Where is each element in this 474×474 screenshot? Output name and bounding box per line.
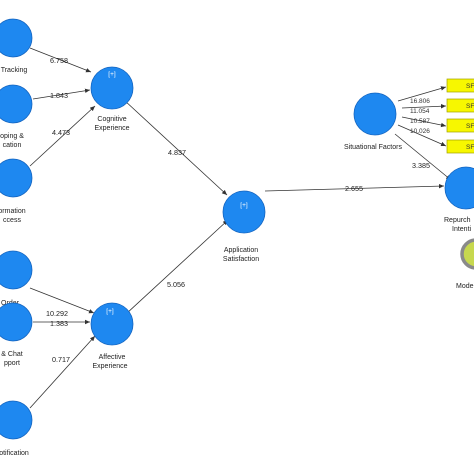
node-information-label-1: ormation <box>0 208 26 215</box>
edge-sf1 <box>397 86 447 102</box>
node-chat-label-1: & Chat <box>1 351 22 358</box>
node-repurchase-intention[interactable]: Repurch Intenti <box>444 166 474 233</box>
node-cognitive-label-1: Cognitive <box>97 116 126 123</box>
edge-affective-satisfaction <box>125 219 229 315</box>
label-shipping-cognitive: 1.843 <box>50 91 68 100</box>
node-affective-experience[interactable]: [+] Affective Experience <box>90 302 134 370</box>
edge-order-affective <box>29 287 95 314</box>
node-cognitive-circle <box>90 66 134 110</box>
node-notification-circle <box>0 400 33 440</box>
node-affective-circle <box>90 302 134 346</box>
label-cognitive-satisfaction: 4.837 <box>168 148 186 157</box>
node-chat-label-2: pport <box>4 360 20 367</box>
indicator-sf1-label: SF <box>466 83 474 90</box>
path-edges <box>29 47 452 409</box>
edge-tracking-cognitive <box>29 47 92 73</box>
label-order-affective: 10.292 <box>46 309 68 318</box>
label-sf2-weight: 11.054 <box>410 108 430 115</box>
node-cognitive-label-2: Experience <box>94 125 129 132</box>
indicator-sf1[interactable]: SF <box>446 78 474 93</box>
node-moderating-circle <box>460 238 474 270</box>
node-tracking-label: Tracking <box>1 67 28 74</box>
node-information[interactable]: ormation ccess <box>0 158 33 224</box>
indicator-sf2-box <box>446 98 474 113</box>
indicator-sf3[interactable]: SF <box>446 118 474 133</box>
indicator-sf3-label: SF <box>466 123 474 130</box>
node-tracking-circle <box>0 18 33 58</box>
node-chat-circle <box>0 302 33 342</box>
edge-situational-repurchase <box>394 133 452 181</box>
path-labels: 6.758 1.843 4.473 10.292 1.383 0.717 4.8… <box>46 56 430 364</box>
node-chat[interactable]: & Chat pport <box>0 302 33 367</box>
edge-sf2 <box>401 103 447 109</box>
edge-sf3 <box>401 116 447 128</box>
node-affective-badge: [+] <box>106 308 114 315</box>
node-shipping-circle <box>0 84 33 124</box>
label-sf1-weight: 16.806 <box>410 98 430 105</box>
node-shipping-label-1: oping & <box>0 133 24 140</box>
node-repurchase-label-2: Intenti <box>452 226 472 233</box>
node-moderating-effect[interactable]: Mode <box>456 238 474 290</box>
node-satisfaction-circle <box>222 190 266 234</box>
indicator-sf4-label: SF <box>466 144 474 151</box>
node-moderating-label: Mode <box>456 283 474 290</box>
node-repurchase-label-1: Repurch <box>444 217 471 224</box>
edge-shipping-cognitive <box>32 88 91 100</box>
node-situational-factors[interactable]: Situational Factors <box>344 92 402 151</box>
label-sf3-weight: 10.587 <box>410 118 430 125</box>
node-tracking[interactable]: Tracking <box>0 18 33 74</box>
edge-notification-affective <box>29 335 96 409</box>
indicator-sf2-label: SF <box>466 103 474 110</box>
node-affective-label-1: Affective <box>99 354 126 361</box>
edge-sf4 <box>397 124 447 147</box>
label-situational-repurchase: 3.385 <box>412 161 430 170</box>
label-notification-affective: 0.717 <box>52 355 70 364</box>
edge-cognitive-satisfaction <box>123 99 228 196</box>
label-sf4-weight: 10.026 <box>410 128 430 135</box>
label-affective-satisfaction: 5.056 <box>167 280 185 289</box>
node-satisfaction-label-2: Satisfaction <box>223 256 259 263</box>
node-situational-circle <box>353 92 397 136</box>
node-cognitive-badge: [+] <box>108 71 116 78</box>
indicator-sf4-box <box>446 139 474 154</box>
label-tracking-cognitive: 6.758 <box>50 56 68 65</box>
node-notification-label: otification <box>0 450 29 457</box>
node-repurchase-circle <box>444 166 474 210</box>
node-order-circle <box>0 250 33 290</box>
indicator-sf1-box <box>446 78 474 93</box>
node-situational-label: Situational Factors <box>344 144 402 151</box>
edge-information-cognitive <box>29 105 96 167</box>
node-shipping[interactable]: oping & cation <box>0 84 33 149</box>
label-satisfaction-repurchase: 2.655 <box>345 184 363 193</box>
node-information-circle <box>0 158 33 198</box>
node-cognitive-experience[interactable]: [+] Cognitive Experience <box>90 66 134 132</box>
node-satisfaction-badge: [+] <box>240 202 248 209</box>
label-chat-affective: 1.383 <box>50 319 68 328</box>
node-affective-label-2: Experience <box>92 363 127 370</box>
node-application-satisfaction[interactable]: [+] Application Satisfaction <box>222 190 266 263</box>
indicator-sf2[interactable]: SF <box>446 98 474 113</box>
indicator-sf4[interactable]: SF <box>446 139 474 154</box>
indicator-sf3-box <box>446 118 474 133</box>
label-information-cognitive: 4.473 <box>52 128 70 137</box>
node-satisfaction-label-1: Application <box>224 247 258 254</box>
edge-satisfaction-repurchase <box>264 183 445 192</box>
node-shipping-label-2: cation <box>3 142 22 149</box>
node-information-label-2: ccess <box>3 217 21 224</box>
node-notification[interactable]: otification <box>0 400 33 457</box>
